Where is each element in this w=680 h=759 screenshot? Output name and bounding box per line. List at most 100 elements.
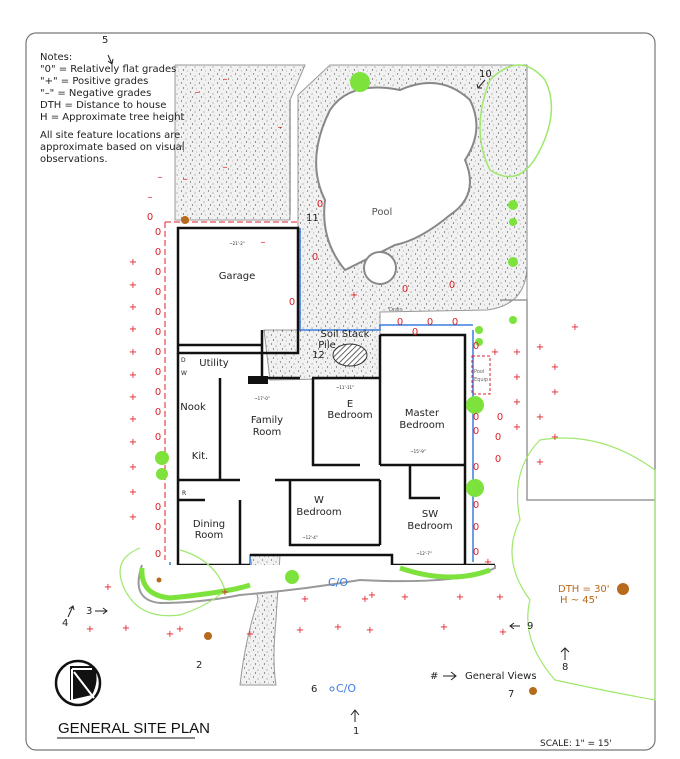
grade-mark: + (129, 347, 137, 358)
dim-e-bed: ~11'-11" (336, 385, 354, 390)
note-line: H = Approximate tree height (40, 112, 185, 123)
cleanout-icon (329, 686, 335, 692)
note-disclaimer: observations. (40, 154, 108, 165)
shrubs (155, 72, 518, 584)
washer-label: W (181, 370, 187, 377)
north-arrow-icon (54, 659, 102, 707)
grade-mark: + (401, 592, 409, 603)
grade-mark: + (246, 629, 254, 640)
grade-mark: + (129, 324, 137, 335)
grade-mark: + (513, 347, 521, 358)
grade-mark: 0 (495, 454, 501, 465)
grade-mark: 0 (155, 367, 161, 378)
grade-mark: + (176, 624, 184, 635)
cleanout-label: C/O (336, 682, 356, 695)
soil-stack-label-2: Pile (318, 340, 336, 351)
grade-mark: – (183, 174, 188, 185)
trees (156, 216, 629, 695)
grade-mark: + (484, 557, 492, 568)
grade-mark: + (551, 387, 559, 398)
grade-mark: + (129, 414, 137, 425)
grade-mark: 0 (147, 212, 153, 223)
room-master-1: Master (405, 408, 440, 419)
grade-mark: + (536, 342, 544, 353)
view-11: 11 (306, 213, 319, 224)
grade-mark: + (104, 582, 112, 593)
grade-mark: + (496, 592, 504, 603)
grade-mark: + (129, 487, 137, 498)
grade-mark: + (129, 280, 137, 291)
room-e-bed-1: E (347, 399, 353, 410)
grade-mark: 0 (155, 227, 161, 238)
grade-mark: 0 (473, 341, 479, 352)
grade-mark: 0 (449, 280, 455, 291)
view-8: 8 (562, 662, 568, 673)
grade-mark: + (129, 257, 137, 268)
tree-canopy-right (511, 437, 656, 701)
grade-mark: + (366, 625, 374, 636)
grade-mark: + (221, 587, 229, 598)
room-sw-bed-2: Bedroom (407, 521, 452, 532)
view-9: 9 (527, 621, 533, 632)
grade-mark: 0 (155, 432, 161, 443)
front-planter (137, 564, 496, 605)
grade-mark: – (148, 192, 153, 203)
sheet-border (25, 32, 656, 751)
room-nook: Nook (180, 402, 206, 413)
grade-mark: 0 (412, 327, 418, 338)
grade-mark: – (223, 162, 228, 173)
grade-mark: + (301, 594, 309, 605)
view-7: 7 (508, 689, 514, 700)
dryer-label: D (181, 357, 186, 364)
view-markers (67, 54, 570, 722)
view-4: 4 (62, 618, 68, 629)
grade-mark: 0 (473, 522, 479, 533)
note-line: "–" = Negative grades (40, 88, 151, 99)
spa (363, 251, 397, 285)
grade-mark: + (334, 622, 342, 633)
grade-mark: + (350, 290, 358, 301)
room-kitchen: Kit. (192, 451, 208, 462)
dim-master: ~15'-9" (410, 449, 426, 454)
grade-mark: 0 (155, 247, 161, 258)
note-line: "0" = Relatively flat grades (40, 64, 176, 75)
notes-heading: Notes: (40, 52, 72, 63)
grade-mark: 0 (452, 317, 458, 328)
pool-equip-label-1: Pool (474, 369, 484, 375)
grade-mark: + (513, 372, 521, 383)
note-disclaimer: All site feature locations are (40, 130, 180, 141)
view-5: 5 (102, 35, 108, 46)
view-6: 6 (311, 684, 317, 695)
notes-block: Notes: "0" = Relatively flat grades "+" … (40, 52, 185, 165)
grade-mark: 0 (473, 500, 479, 511)
tree-canopy-left (119, 547, 226, 617)
grade-mark: 0 (473, 426, 479, 437)
room-dining-1: Dining (193, 519, 225, 530)
grade-mark: + (551, 432, 559, 443)
side-fence (500, 299, 655, 501)
grade-mark: + (129, 302, 137, 313)
grade-mark: + (166, 629, 174, 640)
grade-mark: – (195, 87, 200, 98)
grade-mark: + (129, 512, 137, 523)
grade-mark: + (86, 624, 94, 635)
room-family-2: Room (253, 427, 281, 438)
grade-mark: + (499, 627, 507, 638)
grade-mark: 0 (155, 502, 161, 513)
room-family-1: Family (251, 415, 283, 426)
tree-canopy-pool (479, 64, 553, 178)
grade-mark: + (536, 412, 544, 423)
grade-mark: 0 (497, 412, 503, 423)
room-w-bed-1: W (314, 495, 324, 506)
grade-mark: + (368, 590, 376, 601)
room-dining-2: Room (195, 530, 223, 541)
grade-mark: + (456, 592, 464, 603)
pool-label: Pool (372, 207, 393, 218)
grade-mark: + (536, 457, 544, 468)
grade-mark: + (129, 370, 137, 381)
grade-mark: 0 (155, 327, 161, 338)
grade-mark: 0 (312, 252, 318, 263)
dim-family: ~17'-0" (254, 396, 270, 401)
